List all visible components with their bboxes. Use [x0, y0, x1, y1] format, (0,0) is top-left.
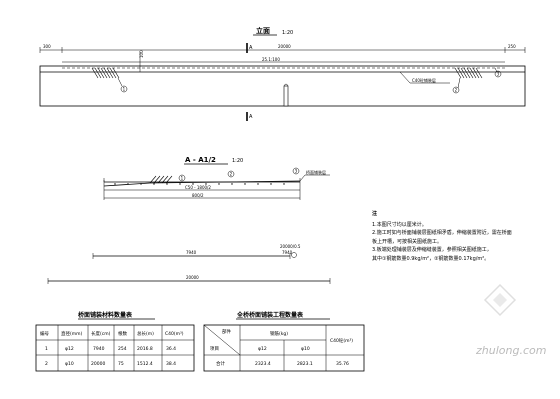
t1-r1-c4: 1512.4: [137, 361, 153, 367]
t1-r0-c4: 2016.8: [137, 346, 153, 352]
section-callout-3-circle: [292, 167, 300, 175]
label-leader: [399, 71, 411, 84]
t2-h4: C40砼(m³): [330, 337, 353, 344]
t2-r0-c3: 2823.1: [297, 361, 313, 367]
rebar-dots: [114, 183, 285, 185]
section-title: A - A1/2: [185, 156, 216, 164]
joint-cap: [283, 83, 289, 87]
callout-3: 3: [497, 72, 500, 77]
watermark-text: zhulong.com: [476, 344, 547, 357]
hatch-right: [454, 67, 483, 79]
leader-line: [457, 77, 461, 89]
section-callout-3: 3: [295, 169, 298, 174]
section-callout-1: 1: [181, 176, 184, 181]
plan-callout-circle: [291, 252, 297, 258]
leader-line: [117, 77, 123, 87]
note-line: 1.本图尺寸均以厘米计。: [372, 221, 427, 228]
t1-r0-c5: 36.4: [166, 346, 176, 352]
section-label-right: 桥面铺装层: [306, 169, 326, 175]
note-line: 板上开槽，可按相关图纸施工。: [372, 238, 443, 245]
plan-dim-long: 20000: [186, 275, 199, 280]
t1-r1-c2: 20000: [91, 361, 105, 367]
note-line: 3.板端处理铺装层及伸缩缝装置，参照相关图纸施工，: [372, 247, 492, 254]
label-leader: [299, 174, 306, 182]
section-dim-inner: C50 - 1800/2: [185, 185, 211, 190]
t1-r1-c1: φ10: [65, 361, 74, 367]
plan-note-top: 20000/0.5: [280, 244, 301, 249]
dim-total-text: 20000: [278, 44, 291, 49]
elevation-title: 立面: [256, 26, 270, 35]
t2-h3: φ10: [301, 346, 310, 352]
callout-3-circle: [494, 70, 502, 78]
callout-1-circle: [120, 85, 128, 93]
watermark-logo: [483, 283, 517, 317]
t1-h5: C40(m³): [165, 331, 184, 337]
section-mark-bottom: A: [249, 114, 253, 120]
t1-h3: 根数: [118, 330, 127, 337]
table2-diagonal: [203, 324, 241, 356]
concrete-label: C40砼铺装层: [412, 77, 436, 83]
t1-h0: 编号: [40, 330, 49, 337]
t1-r1-c0: 2: [45, 361, 48, 367]
section-hatch: [149, 175, 173, 184]
section-callout-1-circle: [178, 174, 186, 182]
bridge-quantity-table: 全桥桥面铺装工程数量表 部件 项目 钢筋(kg) φ12 φ10 C40砼(m³…: [203, 311, 365, 372]
plan-note-bottom: 7940: [282, 250, 293, 255]
rebar-material-table: 桥面铺装材料数量表 编号 直径(mm) 长度(cm) 根数 总长(m) C40(…: [35, 311, 195, 372]
t2-r0-c4: 35.76: [336, 361, 349, 367]
section-scale: 1:20: [232, 158, 243, 164]
callout-2: 2: [455, 88, 458, 93]
plan-view: 7940 20000/0.5 7940 20000: [47, 244, 331, 284]
t1-h4: 总长(m): [137, 330, 154, 337]
expansion-joint: [283, 85, 289, 107]
t1-total: 38.4: [166, 361, 176, 367]
note-line: 其中①钢筋数量0.9kg/m²，②钢筋数量0.17kg/m²。: [372, 255, 490, 262]
t1-r1-c3: 75: [118, 361, 124, 367]
t1-h2: 长度(cm): [91, 330, 111, 337]
t1-r0-c3: 254: [118, 346, 127, 352]
dim-right-text: 250: [508, 44, 516, 49]
callout-2-circle: [452, 86, 460, 94]
table1-frame: [35, 324, 195, 372]
section-dim-outer: 800/2: [192, 193, 204, 198]
deck-outline: [39, 65, 526, 107]
t2-r0-c0: 合计: [216, 360, 225, 367]
t1-h1: 直径(mm): [61, 330, 83, 337]
plan-dim-short: 7940: [186, 250, 197, 255]
table2-title: 全桥桥面铺装工程数量表: [236, 311, 304, 319]
section-mark-top: A: [249, 45, 253, 51]
section-callout-2-circle: [227, 170, 235, 178]
t2-h1: 钢筋(kg): [270, 330, 288, 337]
section-callout-2: 2: [230, 172, 233, 177]
t1-r0-c2: 7940: [93, 346, 105, 352]
callout-1: 1: [123, 87, 126, 92]
hatch-left: [91, 67, 120, 79]
dim-slope-text: 25.1:100: [262, 57, 280, 62]
table1-title: 桥面铺装材料数量表: [78, 311, 133, 319]
notes-block: 注 1.本图尺寸均以厘米计。 2.施工时如与桥面铺装层图纸相矛盾，伸缩装置附近，…: [372, 210, 522, 264]
dim-vertical-text: 100: [139, 50, 144, 58]
section-view: A - A1/2 1:20 C50 - 1800/2 800/2: [103, 156, 330, 200]
note-line: 2.施工时如与桥面铺装层图纸相矛盾，伸缩装置附近，需在桥面: [372, 230, 512, 237]
notes-heading: 注: [372, 211, 378, 217]
t2-h2: φ12: [258, 346, 267, 352]
elevation-view: 立面 1:20 A A 300 20000 250 100 25.1:100: [39, 26, 526, 121]
dim-left-text: 300: [43, 44, 51, 49]
t2-corner: 项目: [210, 346, 219, 352]
t1-r0-c0: 1: [45, 346, 48, 352]
elevation-scale: 1:20: [282, 30, 293, 36]
t1-r0-c1: φ12: [65, 346, 74, 352]
t2-h0: 部件: [222, 328, 231, 335]
t2-r0-c2: 2323.4: [255, 361, 271, 367]
